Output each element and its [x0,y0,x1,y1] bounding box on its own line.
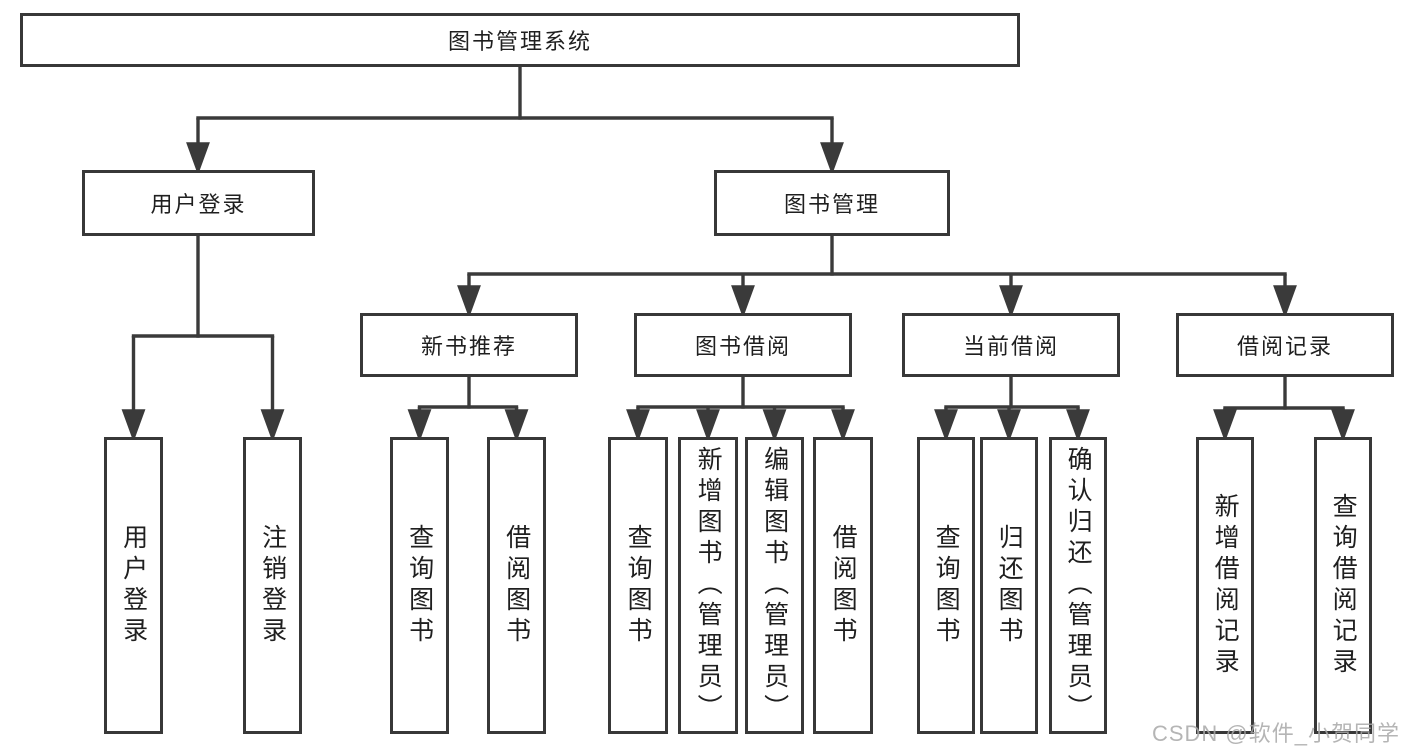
node-borrow-records: 借阅记录 [1176,313,1394,377]
leaf-borrow-books-recommend: 借阅图书 [487,437,546,734]
node-label: 图书管理系统 [447,29,592,54]
node-new-book-recommend: 新书推荐 [360,313,578,377]
leaf-user-login: 用户登录 [104,437,163,734]
leaf-edit-book-admin: 编辑图书（管理员） [745,437,804,734]
node-label: 图书借阅 [694,334,791,359]
node-label: 注销登录 [258,523,287,648]
node-label: 当前借阅 [962,334,1059,359]
leaf-query-borrow-record: 查询借阅记录 [1314,437,1372,734]
node-root-system: 图书管理系统 [20,13,1020,67]
node-label: 查询图书 [932,523,961,648]
leaf-query-books-borrow: 查询图书 [608,437,668,734]
leaf-return-book: 归还图书 [980,437,1038,734]
node-label: 用户登录 [119,523,148,648]
node-current-borrow: 当前借阅 [902,313,1120,377]
csdn-watermark: CSDN @软件_小贺同学 [1151,721,1400,746]
leaf-add-borrow-record: 新增借阅记录 [1196,437,1254,734]
node-label: 图书管理 [783,192,880,217]
node-label: 确认归还（管理员） [1064,446,1093,725]
node-label: 新增图书（管理员） [694,446,723,725]
node-label: 查询图书 [405,523,434,648]
leaf-add-book-admin: 新增图书（管理员） [678,437,738,734]
node-label: 新增借阅记录 [1211,492,1240,679]
node-label: 借阅记录 [1236,334,1333,359]
node-label: 查询借阅记录 [1329,492,1358,679]
leaf-confirm-return-admin: 确认归还（管理员） [1049,437,1107,734]
node-label: 用户登录 [150,192,247,217]
leaf-query-books-recommend: 查询图书 [390,437,449,734]
node-label: 查询图书 [624,523,653,648]
node-label: 借阅图书 [829,523,858,648]
node-label: 归还图书 [995,523,1024,648]
node-book-management: 图书管理 [714,170,950,236]
node-book-borrow: 图书借阅 [634,313,852,377]
node-user-login: 用户登录 [82,170,315,236]
leaf-query-books-current: 查询图书 [917,437,975,734]
leaf-logout: 注销登录 [243,437,302,734]
node-label: 新书推荐 [420,334,517,359]
leaf-borrow-books: 借阅图书 [813,437,873,734]
node-label: 借阅图书 [502,523,531,648]
node-label: 编辑图书（管理员） [760,446,789,725]
